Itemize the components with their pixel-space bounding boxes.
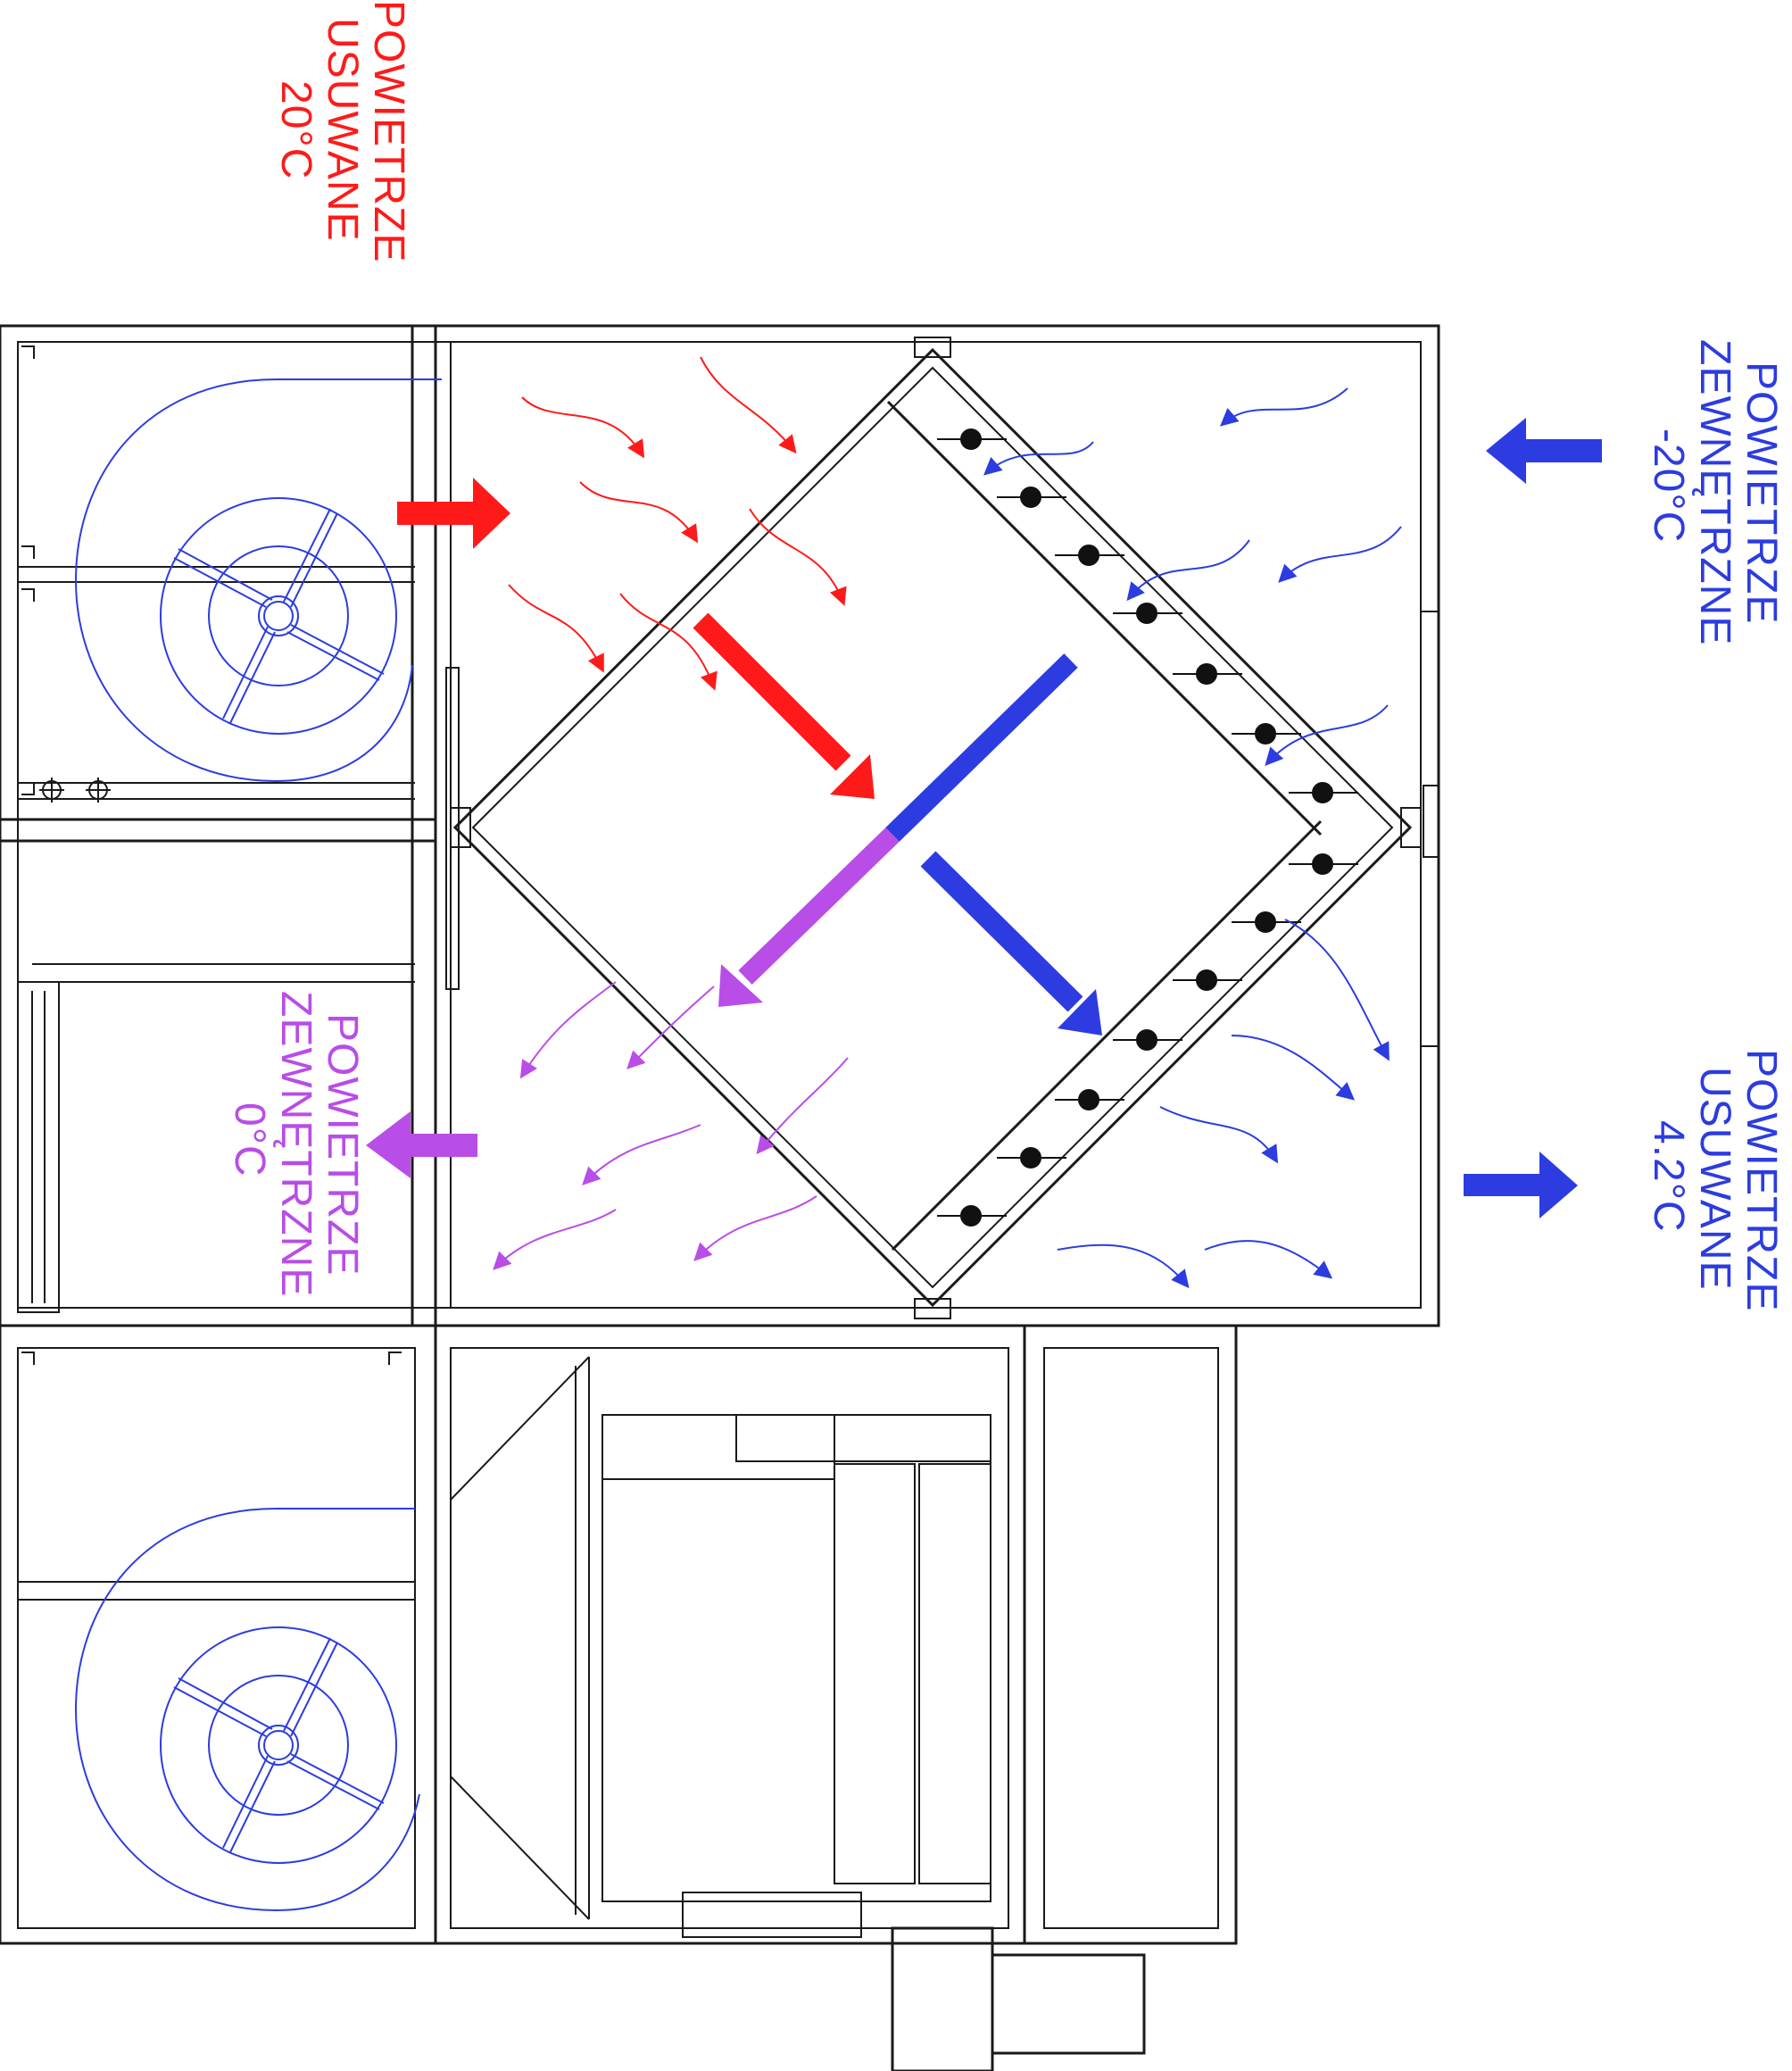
label-outdoor-in-temp: -20°C [1645, 428, 1692, 543]
label-supply-out: POWIETRZE ZEWNĘTRZNE 0°C [226, 991, 366, 1297]
label-exhaust-out-line2: USUWANE [1691, 1067, 1738, 1291]
eliminator-dots [937, 428, 1358, 1227]
label-supply-out-line1: POWIETRZE [319, 1013, 366, 1276]
label-exhaust-in-line2: USUWANE [319, 18, 366, 242]
fan-bottom [74, 1508, 420, 1912]
unit-frame-upper [0, 324, 1440, 1327]
label-exhaust-out: POWIETRZE USUWANE 4.2°C [1645, 1049, 1785, 1311]
label-exhaust-out-temp: 4.2°C [1645, 1120, 1692, 1233]
flow-lines-warm [508, 356, 847, 691]
label-supply-out-temp: 0°C [226, 1102, 273, 1177]
fan-top [74, 378, 442, 783]
unit-frame-lower [0, 1324, 1238, 2071]
flow-lines-cold [983, 387, 1402, 1289]
arrow-outdoor-in [1486, 418, 1602, 484]
label-exhaust-in-temp: 20°C [272, 80, 319, 179]
arrow-exhaust-out [1464, 1152, 1578, 1218]
arrow-exhaust-diagonal [693, 612, 875, 799]
label-exhaust-out-line1: POWIETRZE [1738, 1049, 1785, 1311]
cross-flow-heat-exchanger-icon [450, 337, 1422, 1319]
arrow-exhaust-in [397, 478, 510, 549]
label-outdoor-in-line1: POWIETRZE [1738, 362, 1785, 624]
label-outdoor-in-line2: ZEWNĘTRZNE [1691, 339, 1738, 645]
label-outdoor-in: POWIETRZE ZEWNĘTRZNE -20°C [1645, 339, 1785, 645]
label-exhaust-in: POWIETRZE USUWANE 20°C [272, 0, 412, 262]
arrow-exhaust-out-diagonal [920, 851, 1102, 1036]
label-supply-out-line2: ZEWNĘTRZNE [272, 991, 319, 1297]
arrow-outdoor-diagonal [718, 653, 1078, 1007]
flow-lines-mixed [493, 981, 849, 1270]
label-exhaust-in-line1: POWIETRZE [365, 0, 412, 262]
arrow-supply-out [366, 1111, 477, 1178]
